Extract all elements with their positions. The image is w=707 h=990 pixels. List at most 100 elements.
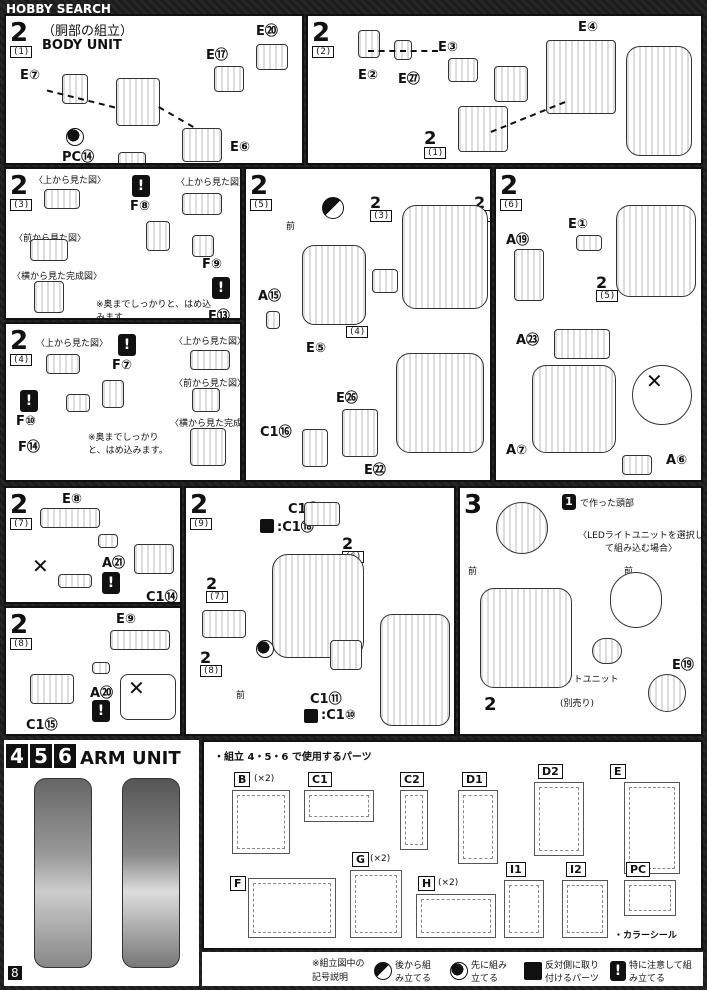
runner-drawing [232, 790, 290, 854]
part-drawing [532, 365, 616, 453]
caution-icon: ! [132, 175, 150, 197]
part-label: E⑰ [206, 48, 228, 63]
step-2-7-panel: 2(7) E⑧ A㉑ C1⑭ ! ✕ [4, 486, 182, 604]
ref-step-label: 2(3) [370, 193, 393, 222]
view-caption: 〈上から見た図〉 [176, 178, 242, 188]
runner-label: D2 [538, 764, 563, 779]
part-label: E㉖ [336, 391, 358, 406]
legend-text: 特に注意して組み立てる [629, 961, 692, 984]
part-label: C1⑪ [310, 692, 342, 707]
step-2-2-label: 2(2) [312, 18, 335, 58]
arm-step-numbers: 4 5 6 [6, 744, 76, 768]
part-drawing [46, 354, 80, 374]
part-label: A⑮ [258, 289, 282, 304]
part-drawing [116, 78, 160, 126]
ref-step-label: 2(5) [596, 273, 619, 302]
step-3-label: 3 [464, 490, 483, 520]
part-label: E② [358, 68, 378, 83]
wrong-mark: ✕ [32, 554, 49, 578]
part-drawing [190, 350, 230, 370]
mirror-parts-icon [260, 518, 274, 533]
part-drawing [92, 662, 110, 674]
runner-label: G [352, 852, 370, 867]
body-drawing [480, 588, 572, 688]
step-2-4-label: 2(4) [10, 326, 33, 366]
part-drawing [102, 380, 124, 408]
assembly-arrow [368, 50, 438, 52]
part-drawing [304, 502, 340, 526]
note-text: ※奥までしっかりと、はめ込みます。 [88, 433, 168, 456]
runner-label: F [230, 876, 246, 891]
part-drawing [110, 630, 170, 650]
runner-label: I2 [566, 862, 586, 877]
part-label: E⑳ [256, 24, 278, 39]
step-2-1-panel: 2(1) （胴部の組立） BODY UNIT E⑦ E⑳ E⑰ E⑥ PC⑭ [4, 14, 304, 165]
caution-icon: ! [20, 390, 38, 412]
runner-count: (×2) [438, 878, 459, 888]
part-drawing [576, 235, 602, 251]
runner-label: H [418, 876, 436, 891]
wrong-mark: ✕ [128, 676, 145, 700]
runner-drawing [624, 782, 680, 874]
page-number: 8 [8, 966, 22, 980]
part-label: C1⑭ [146, 590, 178, 604]
part-label: A⑲ [506, 233, 530, 248]
legend-title: ※組立図中の [312, 959, 365, 969]
part-label: E⑲ [672, 658, 694, 673]
part-drawing [402, 205, 488, 309]
runner-label: PC [626, 862, 651, 877]
led-unit-label: LEDライトユニット [538, 675, 619, 685]
step-2-6-label: 2(6) [500, 171, 523, 211]
step-2-5-panel: 2(5) 前 A⑮ E⑤ E㉖ C1⑯ E㉒ 2(3) 2(2) 2(4) [244, 167, 492, 482]
part-drawing [40, 508, 100, 528]
ref-step-label: 2(1) [424, 128, 447, 159]
step-number: 4 [6, 744, 28, 768]
part-drawing [616, 205, 696, 297]
part-drawing [190, 428, 226, 466]
wrong-mark: ✕ [646, 369, 663, 393]
view-caption: 〈前から見た図〉 [174, 379, 242, 389]
runner-drawing [416, 894, 496, 938]
part-label: F⑭ [18, 440, 40, 455]
part-drawing [302, 429, 328, 467]
part-label: A㉑ [102, 556, 126, 571]
parts-heading: ・組立 4・5・6 で使用するパーツ [214, 752, 372, 763]
part-drawing [58, 574, 92, 588]
ref-step-label: 2(8) [200, 648, 223, 677]
step-2-9-panel: 2(9) C1⑲ :C1⑱ C1⑪ :C1⑩ 前 2(7) 2(6) 2(8) [184, 486, 456, 736]
part-drawing [514, 249, 544, 301]
legend-title: 記号説明 [312, 973, 349, 983]
part-drawing [458, 106, 508, 152]
arm-render-side [122, 778, 180, 968]
part-label: E① [568, 217, 588, 232]
ref-step-label: 2 [484, 694, 497, 715]
led-detail-callout [610, 572, 662, 628]
arm-unit-panel: 4 5 6 ARM UNIT 8 [4, 740, 199, 986]
view-caption: 〈横から見た完成図〉 [170, 419, 242, 429]
part-label: C1⑮ [26, 718, 58, 733]
step-number: 5 [30, 744, 52, 768]
rear-assemble-icon [374, 962, 392, 980]
runner-label: B [234, 772, 251, 787]
part-label: E⑥ [230, 140, 250, 155]
body-preview [626, 46, 692, 156]
part-drawing [34, 281, 64, 313]
part-drawing [358, 30, 380, 58]
part-label: A㉓ [516, 333, 540, 348]
view-caption: 〈上から見た図〉 [174, 337, 242, 347]
part-label: E⑤ [306, 341, 326, 356]
part-label: A⑦ [506, 443, 528, 458]
mirror-parts-icon [524, 962, 542, 980]
step-2-6-panel: 2(6) A⑲ E① A㉓ A⑦ A⑥ 2(5) ✕ [494, 167, 703, 482]
runner-drawing [624, 880, 676, 916]
part-label: E④ [578, 20, 598, 35]
step-2-8-label: 2(8) [10, 610, 33, 650]
part-drawing [330, 640, 362, 670]
runner-drawing [350, 870, 402, 938]
caution-icon: ! [118, 334, 136, 356]
part-label: A⑳ [90, 686, 114, 701]
part-drawing [134, 544, 174, 574]
part-drawing [192, 235, 214, 257]
part-drawing [146, 221, 170, 251]
